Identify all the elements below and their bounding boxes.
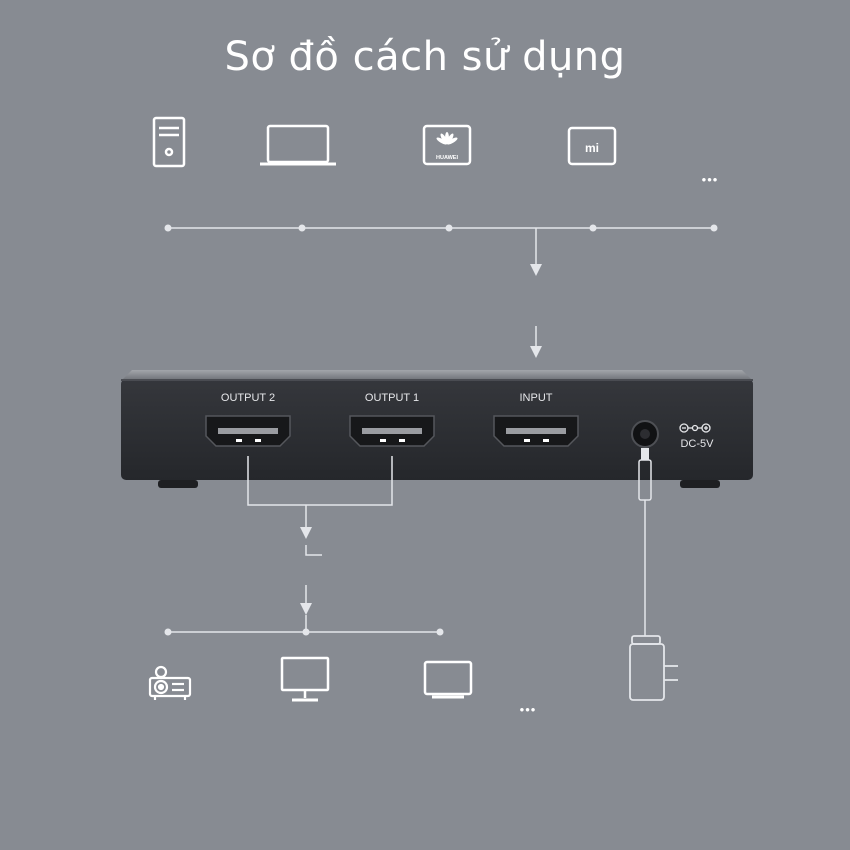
power-adapter-icon bbox=[629, 635, 678, 701]
port-label-input: INPUT bbox=[520, 392, 553, 404]
xiaomi-box-icon: mi bbox=[567, 126, 617, 166]
power-cable bbox=[638, 448, 652, 636]
power-label: DC-5V bbox=[680, 438, 714, 450]
huawei-brand-text: HUAWEI bbox=[436, 155, 458, 161]
input-arrow-lower bbox=[530, 326, 542, 358]
output-arrow-1 bbox=[300, 527, 312, 539]
hdmi-port-output1[interactable] bbox=[349, 415, 435, 447]
hdmi-port-input[interactable] bbox=[493, 415, 579, 447]
more-sources-dots: ••• bbox=[702, 172, 719, 187]
input-arrow-upper bbox=[530, 228, 542, 276]
display-bus-line bbox=[164, 615, 444, 636]
port-label-output2: OUTPUT 2 bbox=[221, 392, 275, 404]
laptop-icon bbox=[260, 124, 336, 166]
huawei-phone-icon: HUAWEI bbox=[422, 124, 472, 166]
output-lines bbox=[247, 456, 393, 605]
polarity-icon bbox=[679, 423, 711, 433]
more-displays-dots: ••• bbox=[520, 702, 537, 717]
page-title: Sơ đồ cách sử dụng bbox=[224, 34, 626, 80]
hdmi-port-output2[interactable] bbox=[205, 415, 291, 447]
xiaomi-brand-text: mi bbox=[585, 141, 599, 155]
port-label-output1: OUTPUT 1 bbox=[365, 392, 419, 404]
projector-icon bbox=[148, 665, 192, 700]
dc-power-jack[interactable] bbox=[631, 420, 659, 448]
tv-icon bbox=[423, 660, 473, 699]
hdmi-splitter-device bbox=[121, 370, 753, 488]
output-arrow-2 bbox=[300, 603, 312, 615]
monitor-icon bbox=[280, 656, 330, 702]
source-bus-line bbox=[164, 224, 718, 232]
desktop-pc-icon bbox=[152, 116, 186, 168]
